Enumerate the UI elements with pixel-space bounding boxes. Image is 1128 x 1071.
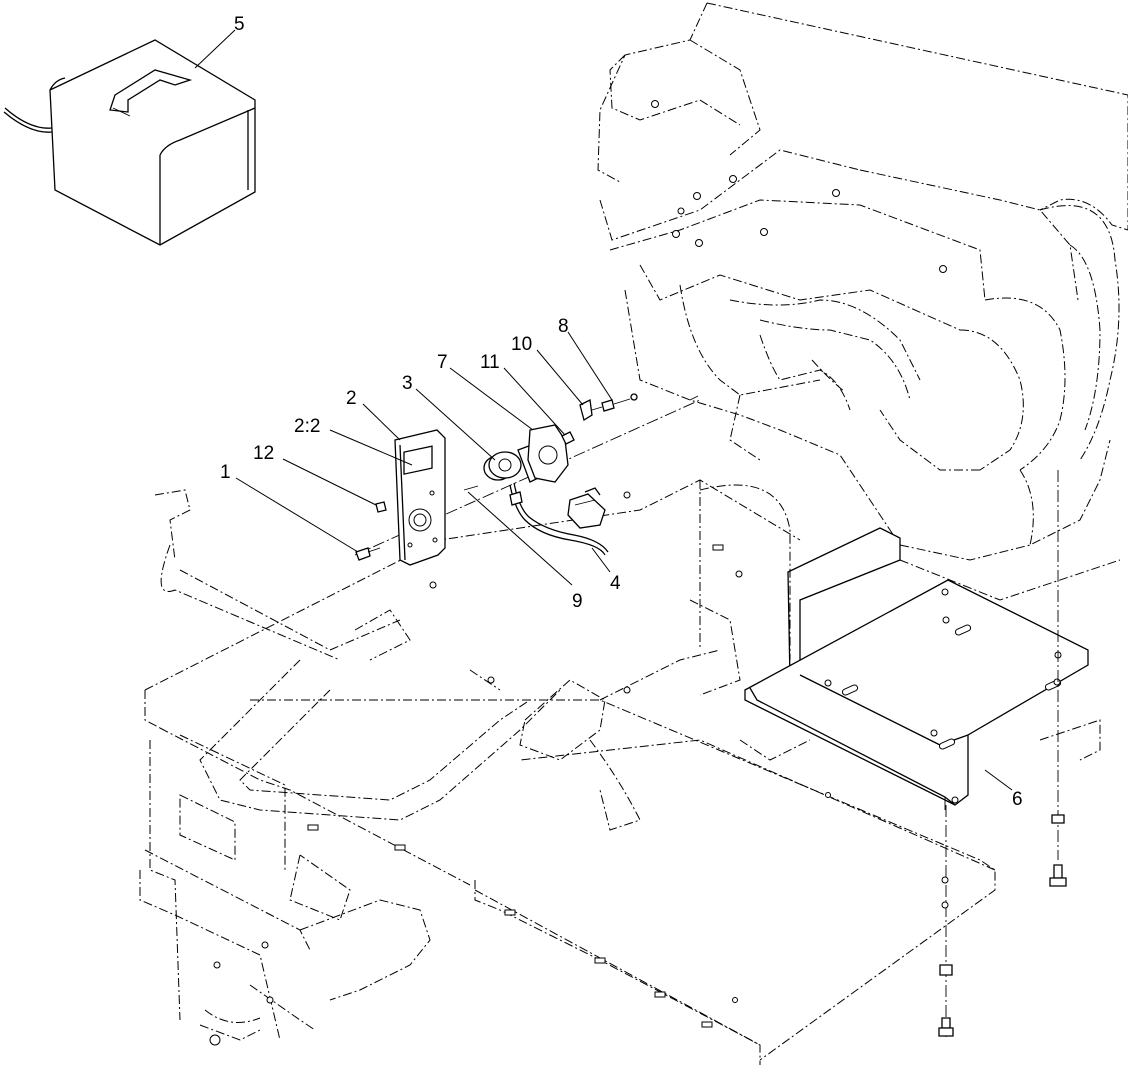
light-assembly (354, 393, 701, 566)
callout-8: 8 (558, 316, 569, 337)
ghost-frame (139, 479, 1101, 1065)
callout-1: 1 (220, 462, 231, 483)
callout-7: 7 (437, 352, 448, 373)
seat-bolt-left (938, 964, 954, 1037)
callout-4: 4 (610, 573, 621, 594)
callouts: 1 12 2:2 2 3 7 11 10 8 9 4 5 6 (194, 14, 1023, 810)
seat-plate (744, 527, 1121, 810)
callout-11: 11 (480, 352, 500, 373)
callout-12: 12 (253, 443, 274, 464)
callout-2-2: 2:2 (294, 416, 320, 437)
light-cover (3, 39, 256, 246)
seat-bolt-right (1049, 814, 1067, 887)
callout-6: 6 (1012, 789, 1023, 810)
callout-10: 10 (511, 334, 532, 355)
callout-2: 2 (346, 388, 357, 409)
callout-5: 5 (234, 14, 245, 35)
ghost-seat-assembly (597, 2, 1128, 561)
callout-3: 3 (402, 373, 413, 394)
callout-9: 9 (572, 591, 583, 612)
decal (403, 445, 433, 475)
